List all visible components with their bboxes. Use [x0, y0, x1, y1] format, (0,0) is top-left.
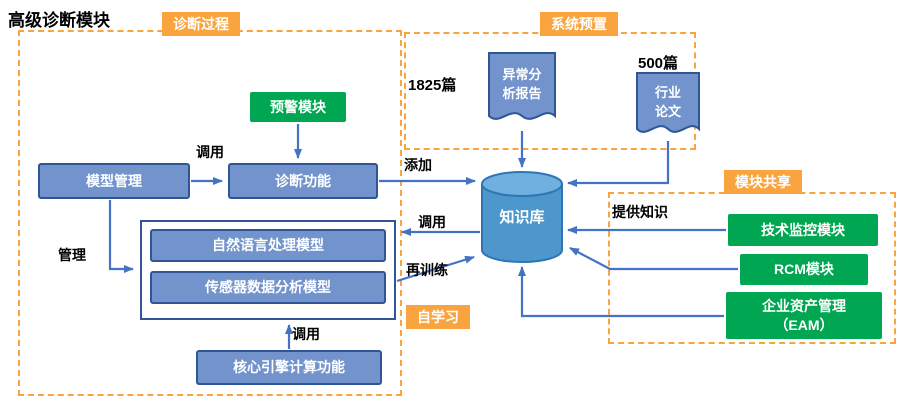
eam-line1: 企业资产管理 — [762, 298, 846, 315]
paper-count-label: 500篇 — [638, 55, 679, 72]
node-warning-module: 预警模块 — [250, 92, 346, 122]
report-document-line2: 析报告 — [502, 85, 542, 101]
edge-label-manage: 管理 — [58, 247, 86, 263]
node-rcm-module: RCM模块 — [740, 254, 868, 285]
eam-line2: （EAM） — [774, 316, 834, 333]
paper-document-line1: 行业 — [654, 85, 681, 100]
models-container — [140, 220, 396, 320]
edge-label-retrain: 再训练 — [406, 262, 448, 278]
node-tech-monitor-module: 技术监控模块 — [728, 214, 878, 246]
edge-label-invoke-core: 调用 — [292, 326, 320, 342]
provide-knowledge-label: 提供知识 — [612, 204, 668, 220]
edge-label-add: 添加 — [404, 157, 432, 173]
node-eam-module: 企业资产管理 （EAM） — [726, 292, 882, 339]
group-diagnosis-process — [18, 30, 402, 396]
tag-module-share: 模块共享 — [724, 170, 802, 194]
node-model-management: 模型管理 — [38, 163, 190, 199]
tag-diagnosis-process: 诊断过程 — [162, 12, 240, 36]
tag-system-preset: 系统预置 — [540, 12, 618, 36]
report-document-line1: 异常分 — [502, 67, 542, 82]
node-core-engine: 核心引擎计算功能 — [196, 350, 382, 385]
page-title: 高级诊断模块 — [8, 11, 110, 30]
tag-self-learning: 自学习 — [406, 305, 470, 329]
report-count-label: 1825篇 — [408, 77, 457, 94]
node-sensor-model: 传感器数据分析模型 — [150, 271, 386, 304]
paper-document-label: 行业 论文 — [637, 84, 699, 122]
edge-label-invoke-model: 调用 — [196, 144, 224, 160]
node-diagnosis-function: 诊断功能 — [228, 163, 378, 199]
node-nlp-model: 自然语言处理模型 — [150, 229, 386, 262]
paper-document-line2: 论文 — [654, 103, 681, 119]
node-knowledge-base: 知识库 — [499, 209, 545, 226]
report-document-label: 异常分 析报告 — [489, 66, 555, 104]
edge-label-invoke-kb: 调用 — [418, 214, 446, 230]
